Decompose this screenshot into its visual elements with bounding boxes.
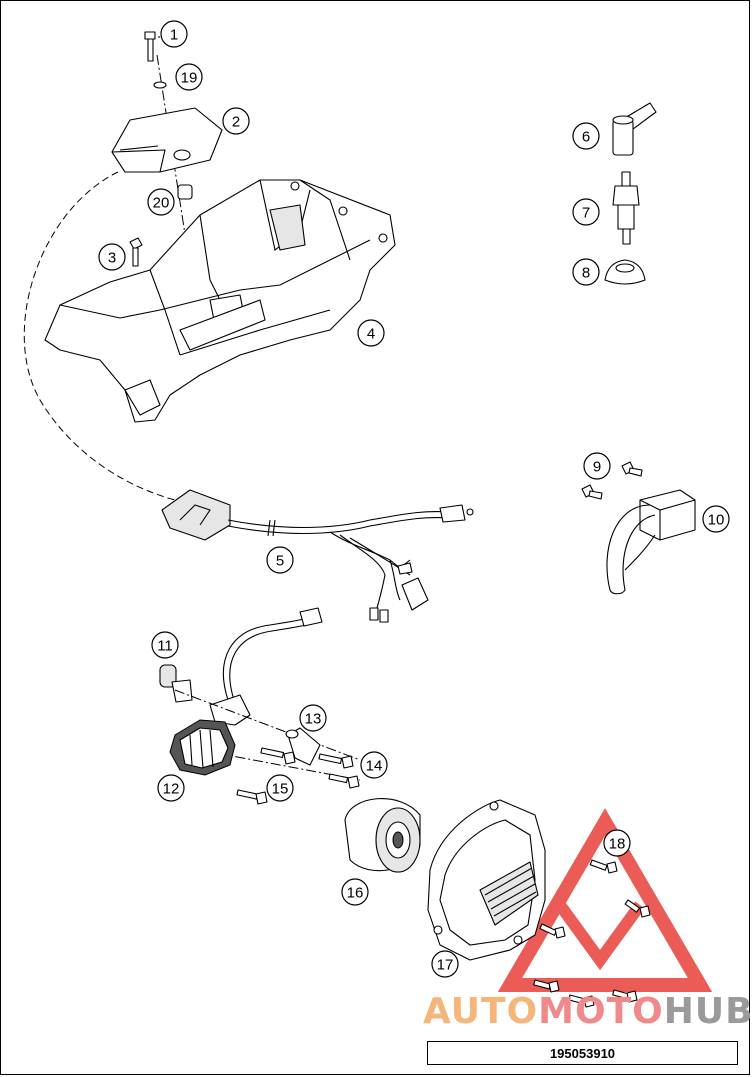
callout-16-label: 16 (347, 885, 364, 902)
callout-14: 14 (360, 751, 388, 779)
bolt-part (144, 31, 156, 62)
callout-7: 7 (572, 198, 600, 226)
callout-3-label: 3 (108, 250, 116, 267)
callout-6-label: 6 (582, 129, 590, 146)
spark-plug-cap-part (612, 102, 657, 156)
callout-1-label: 1 (170, 27, 178, 44)
watermark-text: AUTOMOTOHUB (423, 990, 752, 1034)
flywheel-part (344, 798, 421, 873)
cable-clamp (209, 694, 251, 726)
callout-8-label: 8 (582, 265, 590, 282)
callout-4-label: 4 (367, 326, 375, 343)
callout-5: 5 (266, 546, 294, 574)
harness-leader-line (23, 171, 176, 501)
callout-9: 9 (583, 452, 611, 480)
callout-16: 16 (341, 878, 369, 906)
callout-2: 2 (222, 107, 250, 135)
callout-20: 20 (147, 188, 175, 216)
callout-13: 13 (299, 704, 327, 732)
callout-12-label: 12 (163, 781, 180, 798)
reference-number-box: 195053910 (427, 1041, 738, 1065)
callout-4: 4 (357, 319, 385, 347)
watermark-logo (497, 808, 713, 992)
callout-18-label: 18 (609, 836, 626, 853)
reference-number: 195053910 (549, 1045, 616, 1061)
callout-5-label: 5 (276, 553, 284, 570)
ignition-coil-bolts-part (581, 461, 643, 500)
wiring-harness-part (161, 489, 474, 623)
watermark-part-2: MOTO (538, 991, 664, 1032)
stator-cable-inner (229, 623, 313, 701)
callout-20-label: 20 (153, 195, 170, 212)
callout-2-label: 2 (232, 114, 240, 131)
callout-10: 10 (702, 505, 730, 533)
stator-cable (223, 617, 311, 701)
stator-screws-part (236, 747, 360, 805)
callout-18: 18 (603, 829, 631, 857)
stator-axis-line (174, 689, 361, 761)
callout-15-label: 15 (272, 781, 289, 798)
callout-17: 17 (431, 950, 459, 978)
washer-part (153, 81, 167, 89)
callout-14-label: 14 (366, 758, 383, 775)
callout-15: 15 (266, 774, 294, 802)
callout-3: 3 (98, 243, 126, 271)
cable-grommet-part (159, 664, 193, 703)
ignition-cover-part (427, 799, 546, 961)
rubber-seal-part (604, 259, 646, 285)
callout-8: 8 (572, 258, 600, 286)
callout-11: 11 (151, 631, 179, 659)
stator-part (169, 719, 236, 776)
watermark-part-3: HUB (663, 991, 752, 1032)
pickup-sensor-part (285, 727, 321, 766)
callout-9-label: 9 (593, 459, 601, 476)
electrical-carrier-part (44, 179, 396, 423)
screw-part (129, 237, 143, 267)
callout-12: 12 (157, 774, 185, 802)
watermark-part-1: AUTO (423, 991, 539, 1032)
callout-13-label: 13 (305, 711, 322, 728)
callout-6: 6 (572, 122, 600, 150)
callout-19-label: 19 (181, 70, 198, 87)
spark-plug-part (612, 171, 640, 245)
ecu-controller-part (111, 107, 223, 173)
callout-17-label: 17 (437, 957, 454, 974)
callout-7-label: 7 (582, 205, 590, 222)
pickup-connector (299, 607, 323, 627)
grommet-part (177, 184, 193, 200)
callout-10-label: 10 (708, 512, 725, 529)
ignition-coil-part (606, 489, 696, 595)
cover-screws-part (533, 859, 651, 1008)
callout-19: 19 (175, 63, 203, 91)
callout-11-label: 11 (157, 638, 173, 655)
callout-1: 1 (160, 20, 188, 48)
